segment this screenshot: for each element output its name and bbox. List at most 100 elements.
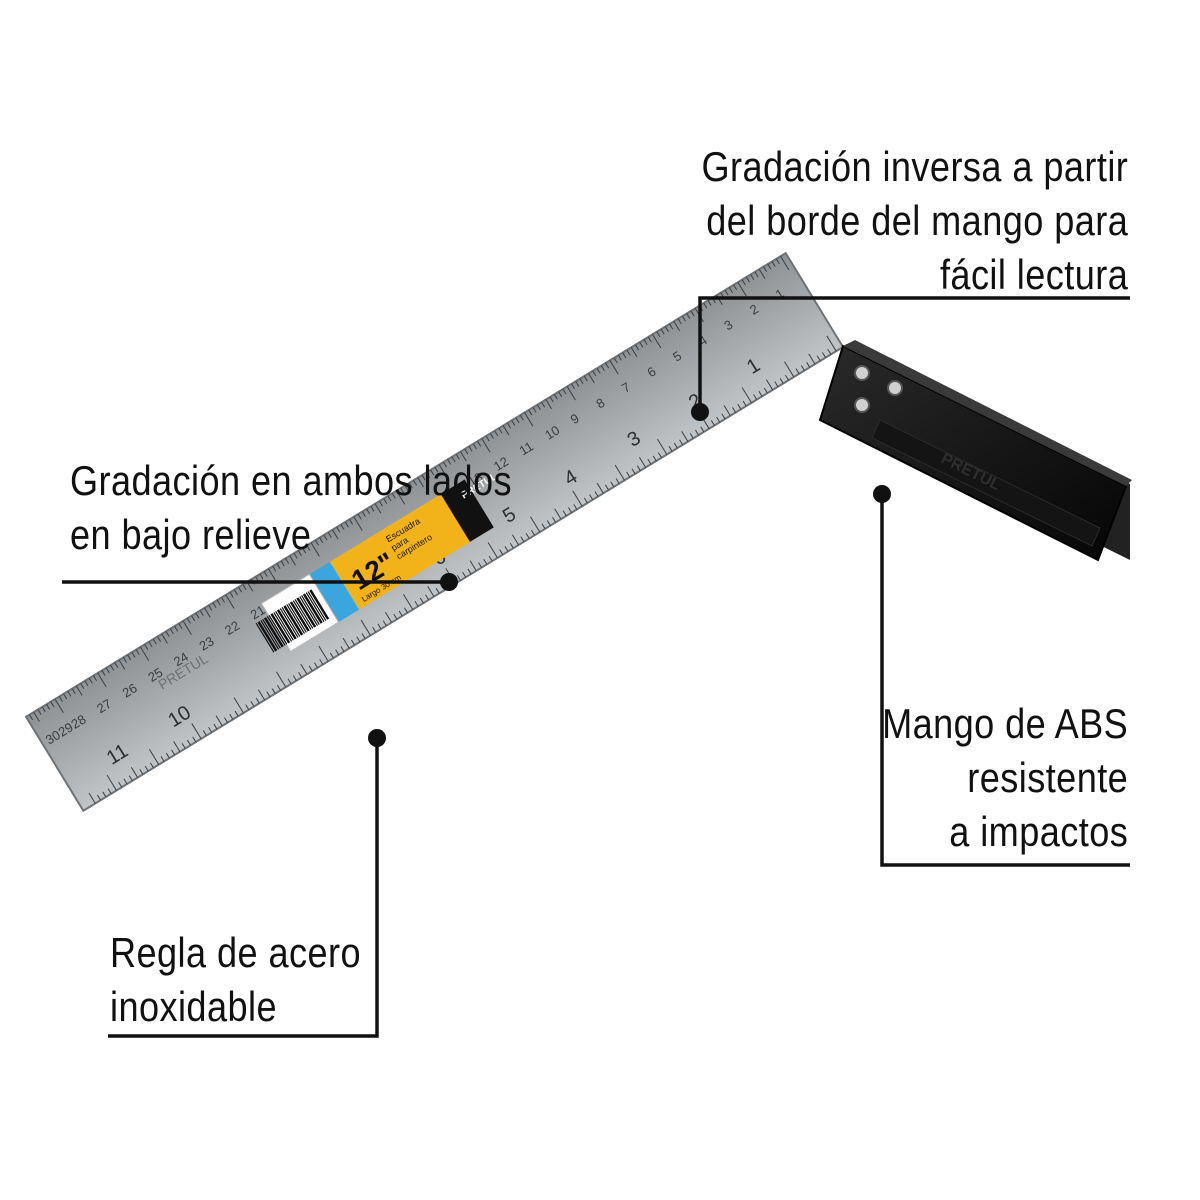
ruler-tick: [690, 310, 695, 317]
ruler-tick: [784, 374, 789, 381]
ruler-tick: [592, 370, 597, 377]
ruler-tick: [50, 701, 55, 708]
ruler-tick: [208, 726, 213, 733]
ruler-tick: [300, 663, 308, 675]
ruler-tick: [494, 430, 499, 437]
ruler-tick: [489, 433, 494, 439]
leader-dot: [873, 485, 891, 503]
ruler-tick: [511, 420, 516, 426]
ruler-tick: [464, 448, 469, 455]
abs-handle: PRETUL: [818, 340, 1132, 562]
ruler-tick: [421, 474, 426, 481]
ruler-number: 11: [517, 438, 536, 458]
barcode-bar: [286, 604, 306, 634]
ruler-tick: [509, 542, 514, 549]
ruler-tick: [408, 482, 413, 489]
ruler-tick: [686, 313, 691, 319]
ruler-tick: [763, 387, 768, 394]
ruler-tick: [485, 435, 490, 442]
ruler-tick: [88, 677, 93, 684]
ruler-tick: [344, 521, 349, 528]
ruler-tick: [507, 422, 511, 429]
ruler-tick: [530, 529, 535, 536]
barcode-bar: [275, 611, 294, 641]
ruler-tick: [742, 400, 747, 407]
ruler-tick: [130, 767, 139, 778]
ruler-tick: [763, 266, 768, 273]
leader-mango-abs: [880, 494, 1130, 867]
barcode-bar: [294, 599, 314, 629]
ruler-tick: [806, 361, 811, 368]
ruler-tick: [63, 693, 68, 700]
ruler-tick: [310, 542, 320, 557]
ruler-tick: [566, 386, 576, 401]
ruler-tick: [323, 534, 328, 541]
ruler-tick: [403, 607, 408, 614]
ruler-tick: [553, 394, 558, 400]
ruler-tick: [610, 481, 615, 488]
ruler-tick: [808, 353, 816, 365]
ruler-tick: [203, 607, 211, 618]
ruler-tick: [767, 263, 772, 270]
ruler-tick: [33, 711, 40, 722]
ruler-tick: [732, 407, 737, 413]
ruler-number: 10: [542, 422, 562, 442]
ruler-tick: [372, 626, 377, 633]
ruler-tick: [139, 646, 150, 661]
ruler-tick: [638, 456, 647, 468]
ruler-tick: [438, 464, 448, 479]
ruler-tick: [186, 739, 191, 746]
barcode-bar: [296, 597, 317, 628]
ruler-tick: [97, 672, 107, 687]
ruler-tick: [54, 698, 64, 714]
ruler-tick: [664, 326, 669, 332]
ruler-tick: [826, 335, 837, 352]
ruler-tick: [212, 602, 217, 609]
ruler-tick: [361, 511, 366, 517]
ruler-tick: [483, 558, 488, 565]
ruler-tick: [332, 529, 339, 540]
ruler-tick: [573, 504, 578, 510]
ruler-tick: [292, 675, 297, 681]
ruler-tick: [250, 701, 255, 707]
ruler-tick: [245, 704, 250, 710]
ruler-tick: [93, 675, 98, 682]
ruler-number: 25: [145, 665, 165, 685]
ruler-number: 23: [196, 633, 216, 653]
ruler-tick: [775, 258, 780, 265]
callout-gradacion-inversa: Gradación inversa a partir del borde del…: [701, 140, 1128, 302]
barcode-bar: [283, 605, 304, 636]
leader-gradacion-inversa: [698, 296, 1130, 412]
barcode-bar: [270, 613, 291, 644]
ruler-tick: [242, 584, 247, 590]
ruler-tick: [639, 341, 644, 348]
ruler-tick: [617, 354, 622, 361]
leader-dot: [440, 573, 458, 591]
ruler-tick: [728, 287, 733, 293]
ruler-tick: [721, 413, 726, 420]
ruler-tick: [753, 394, 758, 400]
ruler-tick: [148, 641, 153, 648]
ruler-tick: [741, 279, 746, 286]
ruler-tick: [784, 361, 795, 378]
ruler-tick: [647, 336, 652, 343]
callout-line: Gradación inversa a partir: [701, 143, 1128, 190]
ruler-tick: [695, 429, 700, 436]
ruler-tick: [558, 391, 563, 398]
leader-dots: [368, 403, 891, 747]
ruler-tick: [319, 537, 324, 543]
ruler-tick: [681, 315, 686, 322]
barcode-bar: [302, 593, 323, 624]
ruler-tick: [594, 491, 599, 497]
ruler-tick: [215, 715, 223, 727]
ruler-tick: [336, 526, 341, 533]
ruler-tick: [635, 344, 640, 351]
ruler-tick: [182, 620, 192, 635]
barcode-bar: [276, 609, 297, 640]
ruler-tick: [378, 500, 383, 507]
ruler-tick: [387, 495, 392, 502]
ruler-tick: [554, 508, 562, 520]
ruler-tick: [165, 752, 170, 759]
ruler-number: 27: [94, 696, 114, 716]
ruler-tick: [229, 714, 234, 720]
